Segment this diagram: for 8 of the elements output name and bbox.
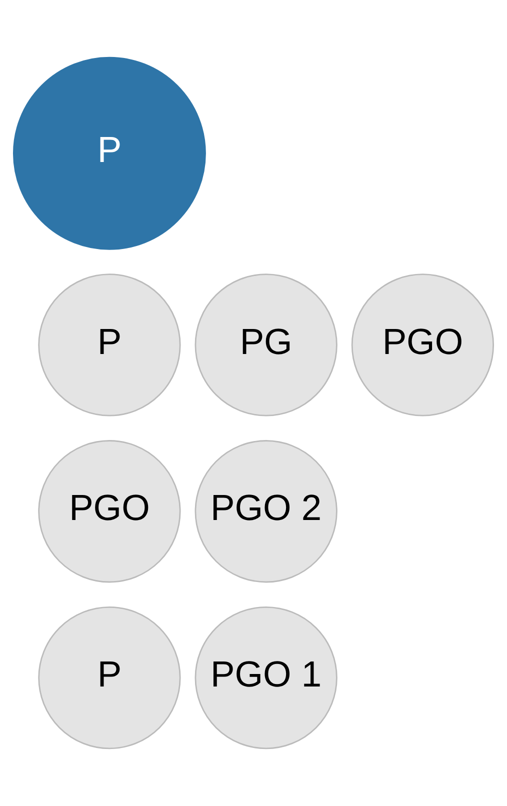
node-circle: PGO	[351, 274, 494, 416]
node-circle: P	[38, 274, 181, 416]
node-circle: P	[38, 606, 181, 750]
node-circle: PGO 2	[194, 440, 338, 583]
node-circle: P	[12, 56, 206, 250]
node-circle: PGO	[38, 440, 181, 583]
node-circle: PG	[194, 274, 338, 416]
node-circle: PGO 1	[194, 606, 338, 750]
